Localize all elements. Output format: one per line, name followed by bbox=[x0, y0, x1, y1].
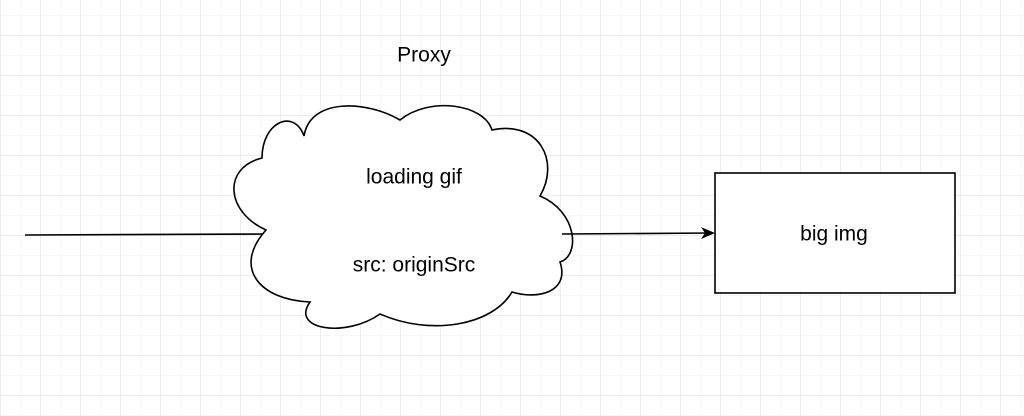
cloud-label-loading-gif: loading gif bbox=[366, 165, 462, 189]
big-img-box[interactable] bbox=[714, 172, 956, 294]
proxy-title: Proxy bbox=[397, 43, 451, 67]
outgoing-arrow[interactable] bbox=[561, 227, 715, 240]
big-img-label: big img bbox=[800, 222, 868, 246]
incoming-connector[interactable] bbox=[24, 233, 269, 236]
cloud-label-src: src: originSrc bbox=[352, 253, 476, 277]
proxy-cloud-shape[interactable] bbox=[233, 104, 574, 330]
